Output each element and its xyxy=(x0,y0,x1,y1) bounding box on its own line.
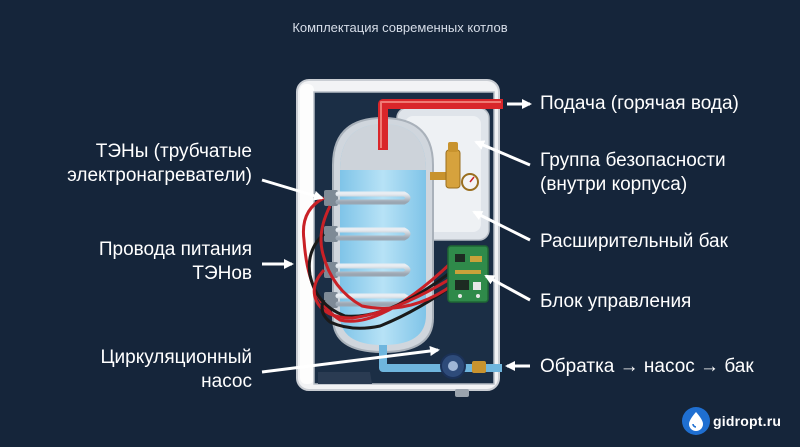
label-wires-line1: Провода питания xyxy=(98,239,252,260)
label-wires-line2: ТЭНов xyxy=(192,263,252,284)
heater-element xyxy=(324,226,411,242)
supply-pipe xyxy=(378,99,503,150)
label-pump-line1: Циркуляционный xyxy=(100,347,252,368)
label-heaters: ТЭНы (трубчатые электронагреватели) xyxy=(67,140,252,188)
label-safety-group-line2: (внутри корпуса) xyxy=(540,174,688,195)
power-wires xyxy=(301,196,461,330)
label-wires: Провода питания ТЭНов xyxy=(99,238,252,286)
label-return-line: Обратка → насос → бак xyxy=(540,356,754,377)
pointer-arrows xyxy=(261,99,532,374)
safety-group xyxy=(430,142,479,191)
diagram-title: Комплектация современных котлов xyxy=(292,20,508,35)
label-expansion-tank: Расширительный бак xyxy=(540,231,728,252)
label-supply: Подача (горячая вода) xyxy=(540,93,739,114)
label-pump: Циркуляционный насос xyxy=(100,346,252,394)
site-logo[interactable]: gidropt.ru xyxy=(681,404,793,438)
water-drop-logo-icon xyxy=(682,407,710,435)
heater-element xyxy=(324,190,411,206)
return-pipe xyxy=(379,345,502,379)
arrow-safety-group xyxy=(474,140,531,167)
arrow-expansion-tank xyxy=(472,210,531,242)
arrow-control-unit xyxy=(484,274,531,302)
label-heaters-line1: ТЭНы (трубчатые xyxy=(95,141,252,162)
control-board xyxy=(447,245,489,303)
label-safety-group: Группа безопасности (внутри корпуса) xyxy=(540,149,726,197)
logo-text: gidropt.ru xyxy=(713,413,782,429)
label-control-unit: Блок управления xyxy=(540,291,692,312)
label-safety-group-line1: Группа безопасности xyxy=(540,150,726,171)
label-heaters-line2: электронагреватели) xyxy=(67,165,252,186)
arrow-heaters xyxy=(261,178,324,201)
arrow-pump xyxy=(261,346,440,374)
label-pump-line2: насос xyxy=(201,371,252,392)
